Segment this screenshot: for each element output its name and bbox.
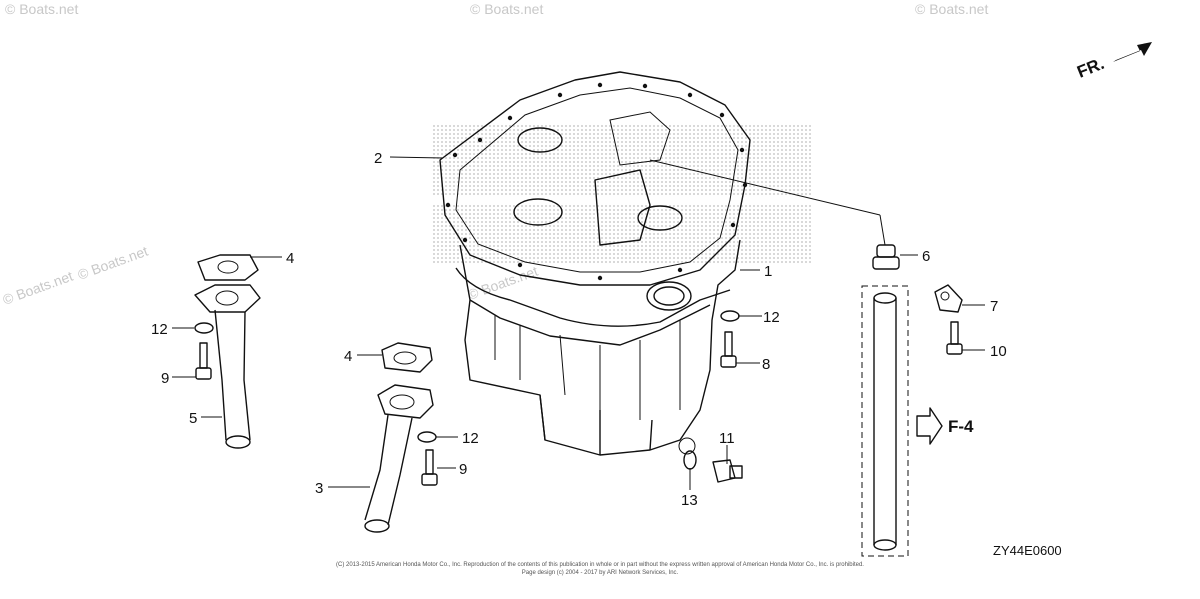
callout-labels: 1 2 3 4 4 5 6 7 8 9 9 10 11 12 12 12 13 <box>151 150 1007 509</box>
part-drain-bolt-11 <box>712 459 743 483</box>
part-pipe-5 <box>194 254 261 449</box>
callout-5: 5 <box>189 410 197 427</box>
callout-9: 9 <box>459 461 467 478</box>
leader-lines <box>172 156 985 490</box>
callout-12: 12 <box>462 430 479 447</box>
callout-4: 4 <box>344 348 352 365</box>
callout-12: 12 <box>763 309 780 326</box>
reference-label: F-4 <box>948 417 974 436</box>
callout-6: 6 <box>922 248 930 265</box>
watermark: © Boats.net <box>915 1 988 17</box>
callout-3: 3 <box>315 480 323 497</box>
front-direction-label: FR. <box>1074 54 1107 82</box>
watermark: © Boats.net <box>470 1 543 17</box>
part-washer-12a <box>194 322 214 334</box>
callout-8: 8 <box>762 356 770 373</box>
callout-1: 1 <box>764 263 772 280</box>
part-grommet <box>649 159 900 270</box>
copyright-line-2: Page design (c) 2004 - 2017 by ARI Netwo… <box>522 570 679 576</box>
front-direction-indicator: FR. <box>1074 42 1152 82</box>
part-washer-12c <box>720 310 740 322</box>
copyright-line-1: (C) 2013-2015 American Honda Motor Co., … <box>336 562 864 568</box>
part-bolt-10 <box>946 321 963 355</box>
reference-arrow: F-4 <box>916 407 974 445</box>
watermark: © Boats.net <box>1 268 76 308</box>
part-dipstick-tube <box>861 285 909 557</box>
callout-2: 2 <box>374 150 382 167</box>
callout-10: 10 <box>990 343 1007 360</box>
part-bolt-8 <box>720 331 737 368</box>
callout-9: 9 <box>161 370 169 387</box>
arrow-icon <box>1113 42 1152 62</box>
part-clamp <box>934 284 963 313</box>
callout-7: 7 <box>990 298 998 315</box>
callout-4: 4 <box>286 250 294 267</box>
callout-13: 13 <box>681 492 698 509</box>
part-washer-12b <box>417 431 437 443</box>
part-bolt-9a <box>195 342 212 380</box>
callout-12: 12 <box>151 321 168 338</box>
part-gasket-plate <box>439 71 751 286</box>
part-bolt-9b <box>421 449 438 486</box>
callout-11: 11 <box>719 430 735 447</box>
watermark: © Boats.net <box>5 1 78 17</box>
watermark: © Boats.net <box>76 243 151 283</box>
part-pipe-3 <box>364 342 434 533</box>
diagram-code: ZY44E0600 <box>993 543 1062 558</box>
part-oil-case <box>455 239 741 456</box>
